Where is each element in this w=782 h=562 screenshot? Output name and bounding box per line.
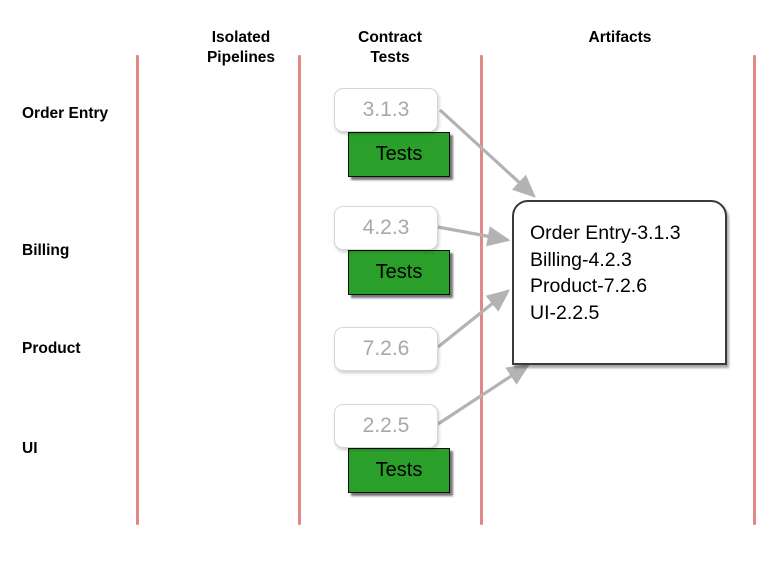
row-label-ui: UI xyxy=(22,440,38,457)
artifact-line-order-entry: Order Entry-3.1.3 xyxy=(530,222,681,244)
column-header-contract-tests-label: Contract Tests xyxy=(358,29,422,66)
arrow-product-to-artifacts xyxy=(437,289,510,349)
column-header-artifacts: Artifacts xyxy=(560,9,680,48)
artifacts-box: Order Entry-3.1.3 Billing-4.2.3 Product-… xyxy=(512,200,727,365)
row-label-order-entry: Order Entry xyxy=(22,105,109,122)
row-label-billing: Billing xyxy=(22,242,70,259)
version-card-product-value: 7.2.6 xyxy=(362,337,410,360)
version-card-order-entry[interactable]: 3.1.3 xyxy=(334,88,438,132)
lane-line-2 xyxy=(298,55,301,525)
artifact-line-product: Product-7.2.6 xyxy=(530,275,648,298)
version-card-billing-value: 4.2.3 xyxy=(362,216,410,239)
arrow-order-entry-to-artifacts xyxy=(438,108,536,198)
tests-box-order-entry-label: Tests xyxy=(375,143,423,165)
column-header-artifacts-label: Artifacts xyxy=(588,29,652,47)
tests-box-ui-label: Tests xyxy=(375,459,423,481)
artifact-line-ui: UI-2.2.5 xyxy=(530,302,600,325)
tests-box-billing[interactable]: Tests xyxy=(348,250,450,295)
tests-box-billing-label: Tests xyxy=(375,261,423,283)
version-card-billing[interactable]: 4.2.3 xyxy=(334,206,438,250)
row-label-product: Product xyxy=(22,340,81,357)
column-header-isolated-pipelines: Isolated Pipelines xyxy=(181,9,301,67)
artifact-line-billing: Billing-4.2.3 xyxy=(530,248,632,271)
column-header-isolated-pipelines-label: Isolated Pipelines xyxy=(206,29,276,66)
column-header-contract-tests: Contract Tests xyxy=(330,9,450,67)
version-card-product[interactable]: 7.2.6 xyxy=(334,327,438,371)
lane-line-1 xyxy=(136,55,139,525)
lane-line-3 xyxy=(480,55,483,525)
version-card-order-entry-value: 3.1.3 xyxy=(362,98,410,121)
arrow-billing-to-artifacts xyxy=(437,225,511,247)
tests-box-order-entry[interactable]: Tests xyxy=(348,132,450,177)
lane-line-4 xyxy=(753,55,756,525)
arrow-ui-to-artifacts xyxy=(437,363,531,426)
version-card-ui[interactable]: 2.2.5 xyxy=(334,404,438,448)
tests-box-ui[interactable]: Tests xyxy=(348,448,450,493)
version-card-ui-value: 2.2.5 xyxy=(362,414,410,437)
